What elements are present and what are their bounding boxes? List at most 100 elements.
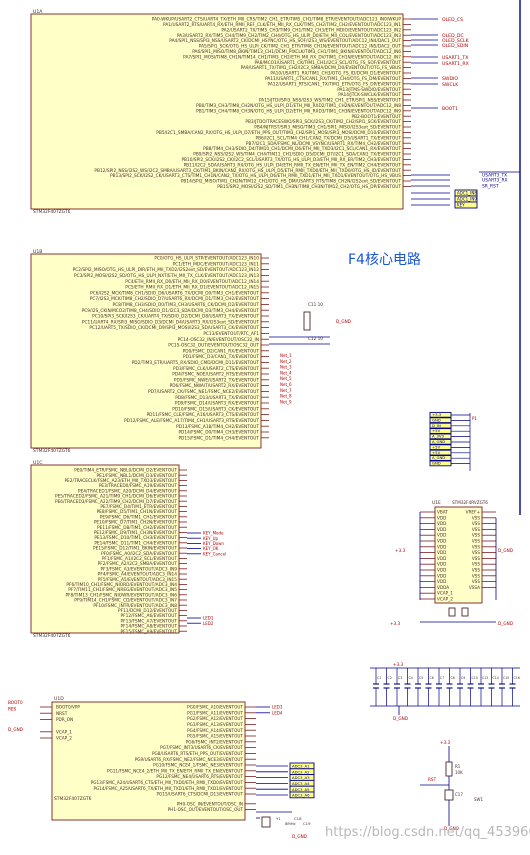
decap-label: C9 <box>461 676 465 680</box>
u1e-pin-right: VSSA <box>469 585 480 590</box>
u1a-pin-label: PA2/USART2_TX/TIM5_CH3/TIM9_CH1/TIM2_CH3… <box>221 27 401 33</box>
u1e-pin-right: VSS <box>472 533 481 538</box>
power-header-row: +3.3 <box>432 412 442 417</box>
u1b-pin-label: PD14/FSMC_D0/TIM4_CH3/EVENTOUT <box>178 430 259 436</box>
decap-label: C3 <box>398 676 402 680</box>
u1c-pin-label: PE1/FSMC_NBL1/DCMI_D3/EVENTOUT <box>97 473 178 479</box>
u1d-pin-right: PH1-OSC_OUT/EVENTOUT/OSC_OUT <box>168 807 244 812</box>
u1a-pin-label: PA13/JTMS-SWDIO/EVENTOUT <box>337 87 401 93</box>
u1d-pin-left: NRST <box>56 711 68 716</box>
u1d-pin-right: PG6/FSMC_INT2/EVENTOUT <box>186 739 244 744</box>
u1a-pin-label: PB6/I2C1_SCL/TIM4_CH1/CAN2_TX/DCMI_D5/US… <box>256 135 402 141</box>
u1d-left-net: D_GND <box>8 727 23 732</box>
adc-flag-label: ADC3_A6 <box>292 793 310 798</box>
u1e-pin-left: VBAT <box>437 510 448 515</box>
adc-flag-label: ADC3_A4 <box>292 781 310 786</box>
decap-label: C14 <box>493 676 499 680</box>
gnd-label: D_GND <box>336 319 351 324</box>
u1b-pin-label: PD0/FSMC_D2/CAN1_RX/EVENTOUT <box>183 348 260 354</box>
vcap-cap <box>448 607 456 617</box>
decap-label: C8 <box>451 676 455 680</box>
net-flag-label: ADC1_IN8 <box>457 191 477 196</box>
u1b-pin-label: PC12/UART5_TX/SDIO_CK/DCMI_D9/SPI3_MOSI/… <box>89 325 259 331</box>
decap-label: C1 <box>377 676 381 680</box>
u1e-pin-right: VSS <box>472 515 481 520</box>
u1a-pin-label: PA10/USART1_RX/TIM1_CH3/OTG_FS_ID/DCMI_D… <box>270 71 401 77</box>
adc-flag-label: ADC3_A1 <box>292 764 310 769</box>
u1c-pin-label: PF11/DCMI_D12/EVENTOUT <box>118 608 177 614</box>
net-label: BOOT1 <box>442 106 458 112</box>
u1d-left-net: BOOT0 <box>8 700 23 705</box>
u1e-body <box>434 506 483 604</box>
u1b-net-label: Net_1 <box>280 353 292 358</box>
u1a-pin-label: PB12/SPI2_NSS/I2S2_WS/I2C2_SMBA/USART3_C… <box>94 168 401 174</box>
u1e-pin-right: VSS <box>472 539 481 544</box>
u1c-pin-label: PF10/FSMC_INTR/EVENTOUT/ADC3_IN8 <box>93 603 177 609</box>
u1b-net-label: Net_8 <box>280 394 292 399</box>
decap-label: C6 <box>430 676 434 680</box>
u1b-pin-label: PC2/SPI2_MISO/OTG_HS_ULPI_DIR/ETH_MII_TX… <box>73 267 260 273</box>
u1c-net-label: KEY_OK <box>203 546 219 551</box>
u1d-part-name: STM32F407ZGT6 <box>54 796 92 802</box>
u1e-pin-left: VDDA <box>437 585 449 590</box>
u1e-pin-left: VCAP_2 <box>437 597 453 602</box>
u1b-pin-label: PC0/OTG_HS_ULPI_STP/EVENTOUT/ADC123_IN10 <box>154 256 259 262</box>
u1a-pin-label: PB7/I2C1_SDA/FSMC_NL/DCMI_VSYNC/USART1_R… <box>246 141 401 147</box>
u1a-pin-label: PA4/SPI1_NSS/SPI3_NSS/USART2_CK/DCMI_HSY… <box>169 38 401 44</box>
u1c-net-label: KEY_Down <box>203 541 224 546</box>
u1b-net-label: Net_3 <box>280 365 292 370</box>
u1a-pin-label: PA3/USART2_RX/TIM5_CH4/TIM9_CH2/TIM2_CH4… <box>177 33 401 39</box>
u1b-part-name: STM32F407ZGT6 <box>33 448 71 454</box>
u1e-pin-right: VSS <box>472 579 481 584</box>
reset-label: C17 <box>455 792 463 797</box>
osc-gnd-label: D_GND <box>292 834 307 839</box>
u1c-pin-label: PF5/FSMC_A5/EVENTOUT/ADC3_IN15 <box>98 577 177 583</box>
power-header-row: +5V <box>432 428 441 433</box>
u1a-pin-label: PB0/TIM3_CH3/TIM8_CH2N/OTG_HS_ULPI_D1/ET… <box>196 103 401 109</box>
decap-label: C13 <box>482 676 488 680</box>
power-header-row: A_3V3 <box>432 434 445 439</box>
u1c-pin-label: PE7/FSMC_D4/TIM1_ETR/EVENTOUT <box>100 504 177 510</box>
u1b-net-label: Net_7 <box>280 388 292 393</box>
u1d-pin-left: BOOT0/VPP <box>56 705 80 710</box>
u1e-pin-left: VDD <box>437 568 446 573</box>
u1e-pin-right: VSS <box>472 544 481 549</box>
u1c-pin-label: PE9/FSMC_D6/TIM1_CH1/EVENTOUT <box>100 514 178 520</box>
u1e-pin-left: VDD <box>437 556 446 561</box>
decap-label: C5 <box>419 676 423 680</box>
power-header-row: GND <box>432 417 441 422</box>
decap-label: C4 <box>409 676 413 680</box>
u1e-pin-left: VDD <box>437 573 446 578</box>
u1a-pin-label: PB13/SPI2_SCK/I2S2_CK/USART3_CTS/TIM1_CH… <box>110 173 401 179</box>
u1c-pin-label: PF3/FSMC_A3/EVENTOUT/ADC3_IN9 <box>101 566 178 572</box>
u1c-pin-label: PF2/FSMC_A2/I2C2_SMBA/EVENTOUT <box>98 561 178 567</box>
u1e-pin-left: VDD <box>437 539 446 544</box>
u1c-pin-label: PE5/TRACED2/FSMC_A21/TIM9_CH1/DCMI_D6/EV… <box>55 494 177 500</box>
u1b-pin-label: PD2/TIM3_ETR/UART5_RX/SDIO_CMD/DCMI_D11/… <box>132 360 260 366</box>
u1e-pin-right: VSS <box>472 568 481 573</box>
power-header-row: A_GND <box>432 439 445 444</box>
decap-label: C10 <box>472 676 478 680</box>
u1a-pin-label: PA11/USART1_CTS/CAN1_RX/TIM1_CH4/OTG_FS_… <box>265 76 401 82</box>
net-flag-label: ADC1_IN9 <box>457 197 477 202</box>
u1a-pin-label: PA1/USART2_RTS/UART4_RX/ETH_RMII_REF_CLK… <box>163 22 401 28</box>
u1e-pin-right: VSS <box>472 521 481 526</box>
decap-gnd-label: D_GND <box>393 716 408 721</box>
u1c-pin-label: PF7/TIM11_CH1/FSMC_NREG/EVENTOUT/ADC3_IN… <box>68 587 177 593</box>
net-flag <box>454 201 478 209</box>
u1a-pin-label: PB5/I2C1_SMBA/CAN2_RX/OTG_HS_ULPI_D7/ETH… <box>156 130 401 136</box>
u1b-body <box>30 253 262 449</box>
net-label: USART1_TX <box>442 55 468 61</box>
u1a-designator: U1A <box>33 9 43 15</box>
net-label: USART1_RX <box>442 61 469 67</box>
u1a-pin-label: PB15/SPI2_MOSI/I2S2_SD/TIM1_CH3N/TIM8_CH… <box>217 184 401 190</box>
adc-flag-label: ADC3_A5 <box>292 787 310 792</box>
u1b-pin-label: PD4/FSMC_NOE/USART2_RTS/EVENTOUT <box>172 372 259 378</box>
u1c-pin-label: PE0/TIM4_ETR/FSMC_NBL0/DCMI_D2/EVENTOUT <box>74 468 177 474</box>
u1d-pin-right: PG3/FSMC_A13/EVENTOUT <box>187 722 243 727</box>
u1d-pin-right: PG0/FSMC_A10/EVENTOUT <box>187 705 243 710</box>
u1b-net-label: Net_2 <box>280 359 292 364</box>
power-header-row: +5V <box>432 450 441 455</box>
u1c-pin-label: PE3/TRACED0/FSMC_A19/EVENTOUT <box>99 483 178 489</box>
